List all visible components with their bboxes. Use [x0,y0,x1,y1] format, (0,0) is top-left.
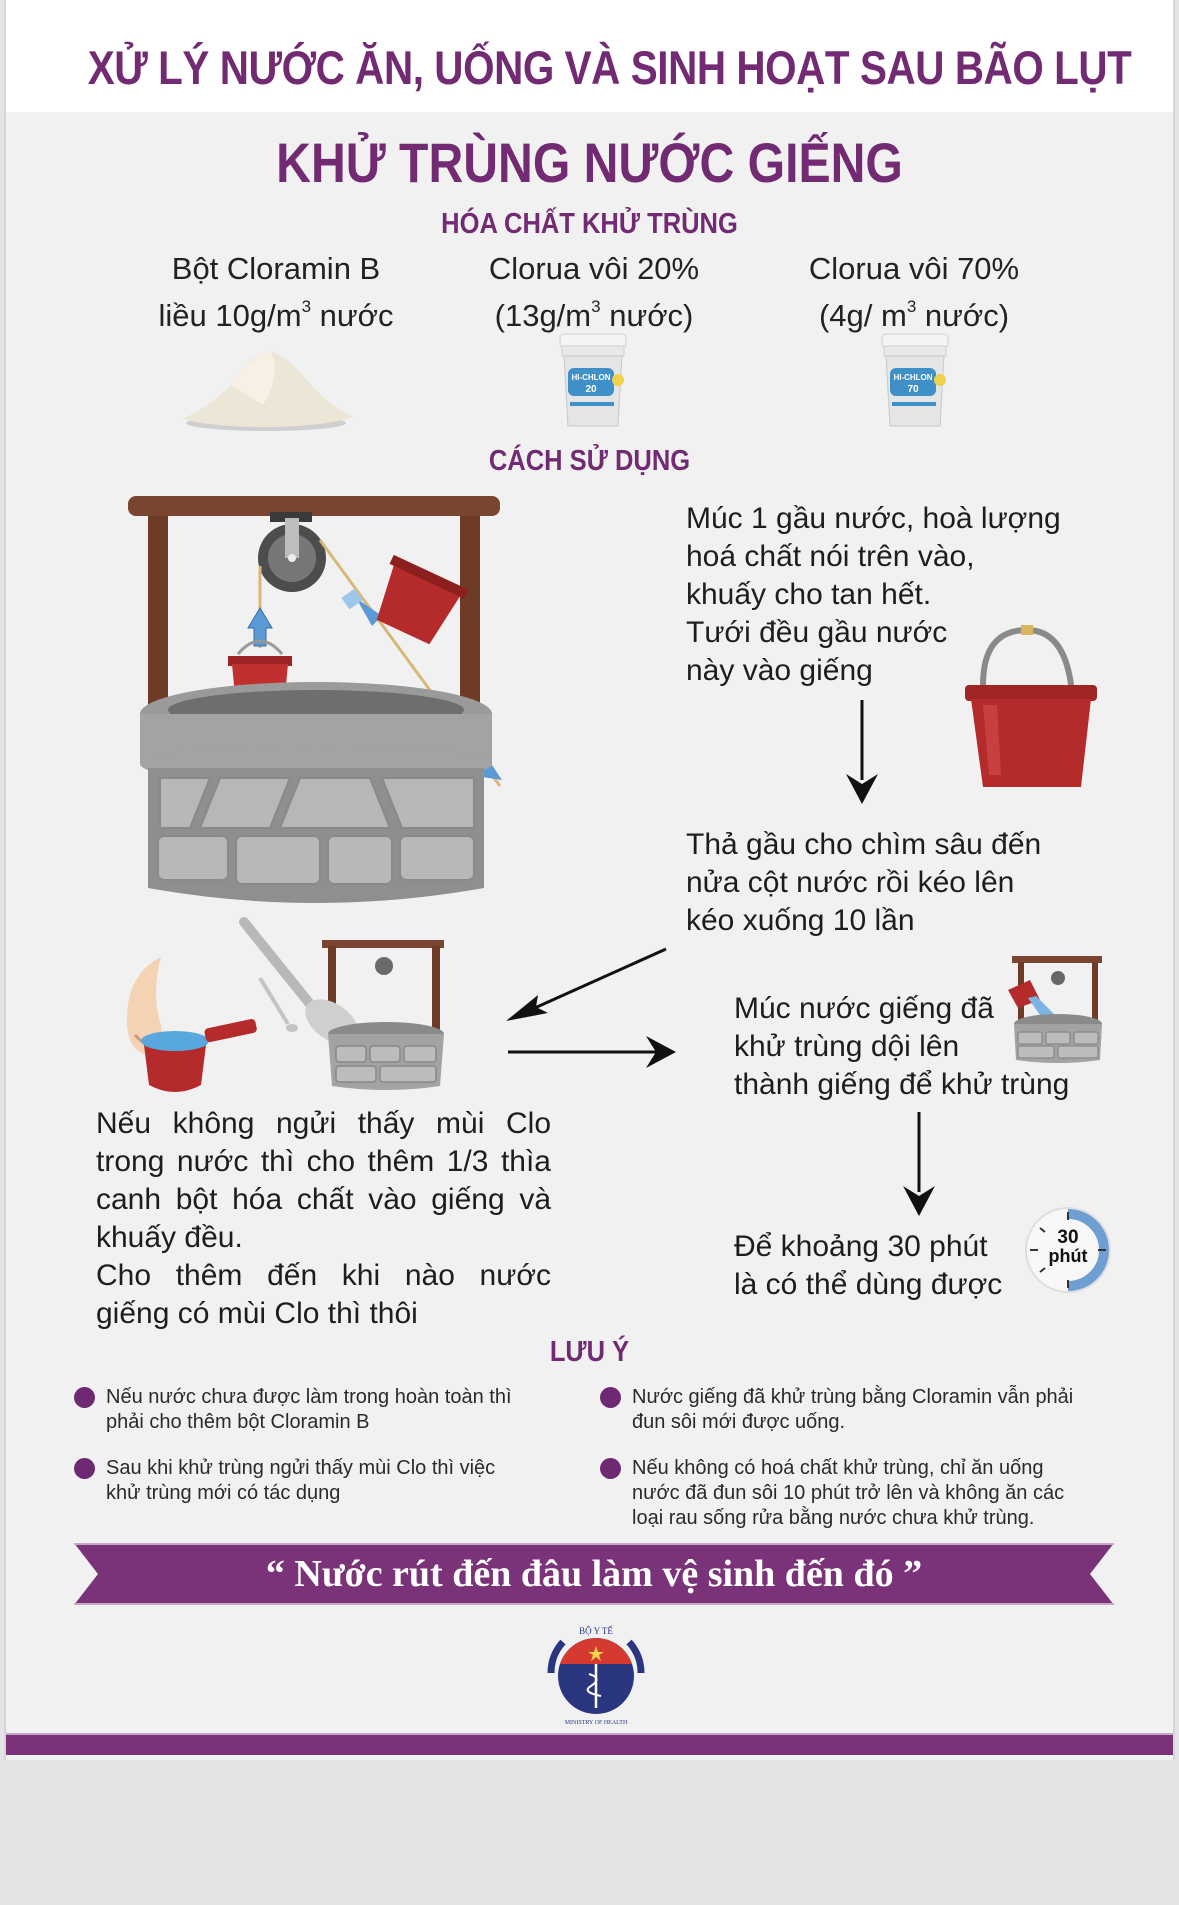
chemical-dose: liều 10g/m3 nước [158,297,394,333]
red-bucket-icon [965,625,1097,787]
arrow-down-left-icon [506,947,667,1021]
usage-step-1: Múc 1 gầu nước, hoà lượng hoá chất nói t… [686,502,1061,687]
slogan-banner: “ Nước rút đến đâu làm vệ sinh đến đó ” [74,1543,1114,1605]
note-item: Nếu không có hoá chất khử trùng, chỉ ăn … [600,1456,1140,1531]
bullet-dot-icon [600,1387,621,1408]
note-item: Nếu nước chưa được làm trong hoàn toàn t… [74,1385,574,1435]
chemical-name: Clorua vôi 70% [808,251,1020,286]
chemical-name: Bột Cloramin B [171,251,381,286]
chemical-bucket-70-icon: HI-CHLON 70 [881,333,949,427]
ribbon-shape [74,1543,1114,1605]
chemical-dose: (13g/m3 nước) [494,297,694,333]
bullet-dot-icon [600,1458,621,1479]
chemical-bucket-20-icon: HI-CHLON 20 [559,333,627,427]
svg-text:20: 20 [585,384,597,395]
arrow-right-icon [508,1036,676,1068]
infographic-page: XỬ LÝ NƯỚC ĂN, UỐNG VÀ SINH HOẠT SAU BÃO… [4,0,1175,1760]
chemical-cloramin-b: Bột Cloramin B liều 10g/m3 nước [136,250,416,335]
timer-30-minutes: 30 phút [1024,1206,1112,1294]
footer-bar [6,1733,1173,1755]
usage-step-3: Múc nước giếng đã khử trùng dội lên thàn… [734,992,1070,1101]
timer-unit: phút [1048,1246,1088,1266]
notes-heading: LƯU Ý [549,1336,630,1368]
timer-icon [1025,1207,1111,1293]
page-title: XỬ LÝ NƯỚC ĂN, UỐNG VÀ SINH HOẠT SAU BÃO… [87,41,1132,94]
chemical-name: Clorua vôi 20% [488,251,700,286]
bullet-dot-icon [74,1458,95,1479]
chemical-clorua-voi-20: Clorua vôi 20% (13g/m3 nước) [454,250,734,335]
bullet-dot-icon [74,1387,95,1408]
svg-text:HI-CHLON: HI-CHLON [893,373,932,382]
chemicals-heading: HÓA CHẤT KHỬ TRÙNG [441,208,738,240]
powder-pile-icon [183,351,353,431]
usage-step-4: Để khoảng 30 phút là có thể dùng được [734,1230,1003,1301]
chemical-dose: (4g/ m3 nước) [818,297,1010,333]
spoon-and-well-icon [239,917,444,1090]
arrow-down-icon [903,1112,935,1216]
ministry-of-health-logo: BỘ Y TẾ MINISTRY OF HEALTH [547,1626,645,1726]
timer-value: 30 [1057,1227,1079,1248]
chemical-clorua-voi-70: Clorua vôi 70% (4g/ m3 nước) [774,250,1054,335]
note-item: Nước giếng đã khử trùng bằng Cloramin vẫ… [600,1385,1140,1435]
slogan-text: “ Nước rút đến đâu làm vệ sinh đến đó ” [265,1553,923,1595]
small-well-pouring-icon [1008,956,1102,1063]
usage-heading: CÁCH SỬ DỤNG [488,445,691,477]
svg-text:HI-CHLON: HI-CHLON [571,373,610,382]
logo-top-text: BỘ Y TẾ [579,1626,613,1636]
smell-water-icon [126,957,257,1092]
chlorine-smell-instruction: Nếu không ngửi thấy mùi Clo trong nước t… [96,1107,551,1330]
arrow-down-icon [846,700,878,804]
usage-step-2: Thả gầu cho chìm sâu đến nửa cột nước rồ… [686,828,1042,937]
logo-bottom-text: MINISTRY OF HEALTH [565,1720,628,1726]
well-with-pulley-icon [128,496,502,903]
header-band [6,0,1173,112]
svg-text:70: 70 [907,384,919,395]
note-item: Sau khi khử trùng ngửi thấy mùi Clo thì … [74,1456,574,1506]
main-title: KHỬ TRÙNG NƯỚC GIẾNG [276,131,903,194]
